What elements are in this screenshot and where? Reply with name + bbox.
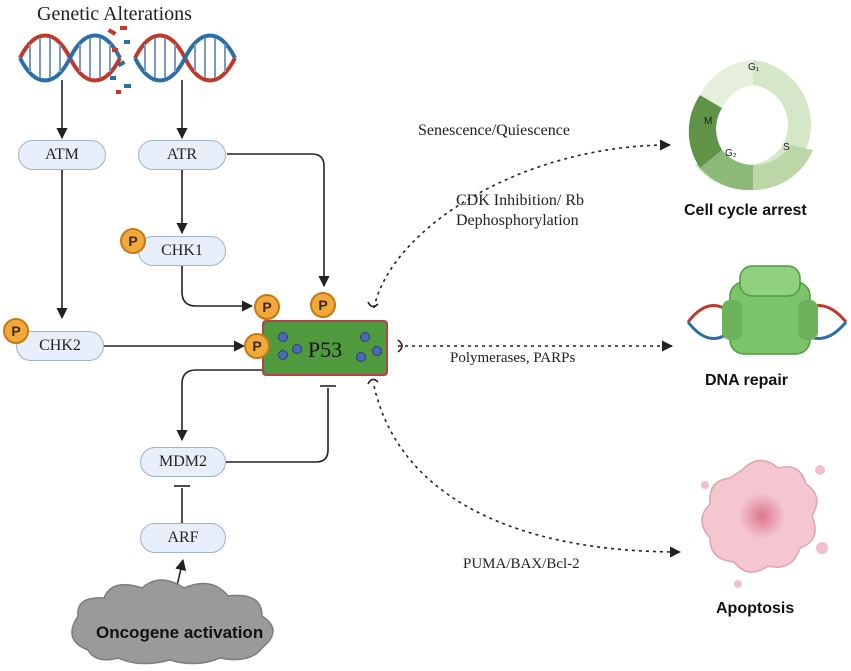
outcome-dna-repair: DNA repair: [705, 372, 788, 389]
p53-dot: [356, 352, 366, 362]
dna-helix-left-icon: [18, 33, 122, 83]
p53-dot: [372, 346, 382, 356]
cell-cycle-icon: [688, 60, 813, 191]
phosphate-icon: P: [120, 228, 146, 254]
node-mdm2: MDM2: [140, 447, 226, 477]
outcome-arrow-tails: [367, 301, 403, 385]
node-p53: P53: [262, 320, 388, 376]
dna-helix-right-icon: [133, 33, 237, 83]
phosphate-icon: P: [254, 294, 280, 320]
dna-break-fragments-icon: [107, 26, 131, 94]
phosphate-icon: P: [244, 333, 270, 359]
p53-dot: [278, 350, 288, 360]
node-arf: ARF: [140, 523, 226, 553]
phase-g1: G₁: [748, 62, 760, 73]
outcome-apoptosis: Apoptosis: [716, 600, 795, 617]
apoptotic-cell-icon: [701, 459, 828, 588]
node-chk1: CHK1: [138, 236, 226, 266]
label-puma-bax-bcl2: PUMA/BAX/Bcl-2: [463, 556, 580, 572]
label-rb-dephosphorylation: Dephosphorylation: [456, 212, 579, 229]
node-chk2: CHK2: [16, 331, 104, 361]
signal-arrows: [56, 80, 336, 591]
p53-label: P53: [307, 337, 343, 362]
label-cdk-inhibition: CDK Inhibition/ Rb: [456, 192, 585, 209]
outcome-cell-cycle-arrest: Cell cycle arrest: [684, 202, 807, 219]
node-atm: ATM: [18, 140, 106, 170]
dna-repair-icon: [686, 265, 848, 355]
phase-m: M: [704, 116, 713, 127]
label-senescence: Senescence/Quiescence: [418, 122, 570, 139]
oncogene-cloud-icon: [71, 579, 274, 665]
diagram-title: Genetic Alterations: [37, 3, 192, 25]
label-polymerases: Polymerases, PARPs: [450, 350, 576, 366]
p53-dot: [360, 332, 370, 342]
p53-dot: [292, 344, 302, 354]
phase-g2: G₂: [725, 148, 737, 159]
phosphate-icon: P: [3, 318, 29, 344]
phosphate-icon: P: [310, 292, 336, 318]
p53-dot: [278, 332, 288, 342]
oncogene-label: Oncogene activation: [96, 623, 264, 642]
node-atr: ATR: [138, 140, 226, 170]
phase-s: S: [783, 142, 790, 153]
